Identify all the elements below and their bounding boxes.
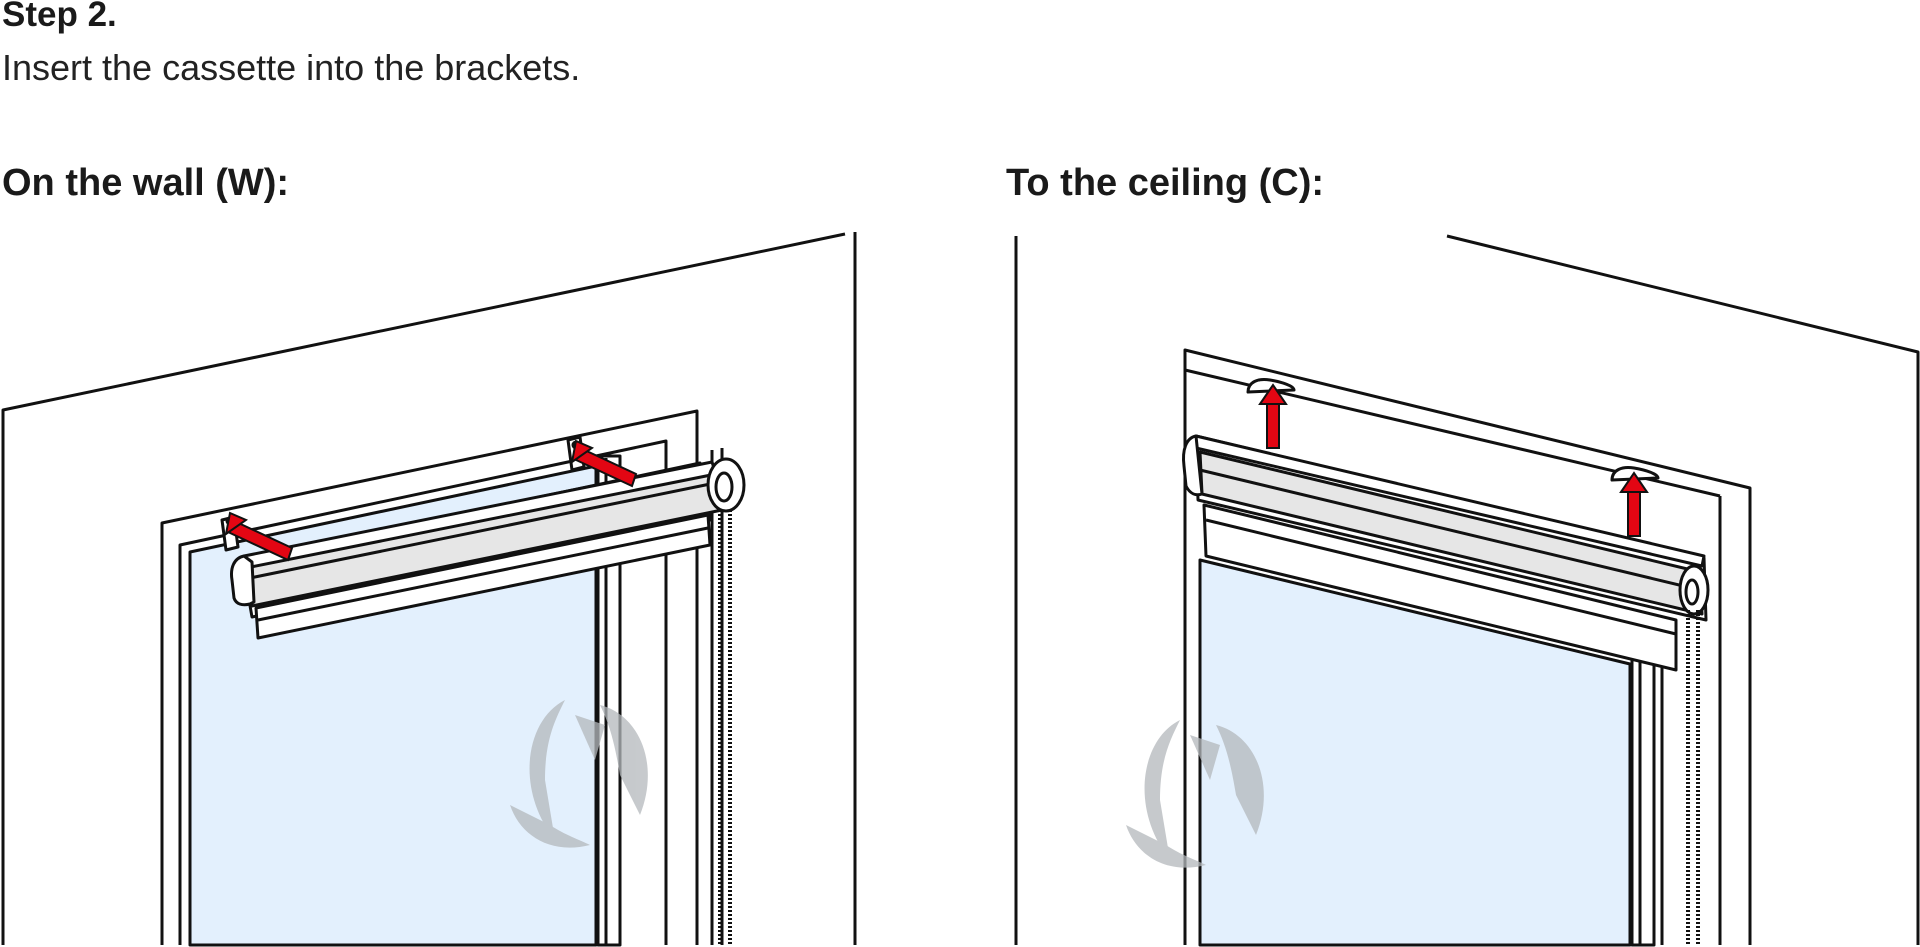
window-sash	[596, 454, 622, 947]
window-frame-outer	[160, 409, 699, 945]
step-title: Step 2.	[2, 0, 117, 34]
lift-arrow-left-icon	[1266, 401, 1280, 449]
watermark-logo-icon	[510, 700, 648, 848]
cassette-bottom-bar	[254, 513, 712, 640]
watermark-logo-icon	[1126, 720, 1264, 868]
window-frame-inner	[178, 439, 668, 945]
ceiling-mount-heading: To the ceiling (C):	[1006, 162, 1325, 204]
left-ceiling-clip-icon	[1246, 378, 1296, 394]
lift-arrows	[1258, 383, 1649, 537]
step-description: Insert the cassette into the brackets.	[2, 47, 581, 88]
insert-arrows	[224, 439, 638, 562]
cassette-bottom-bar	[1202, 503, 1678, 672]
window-recess-outline	[1183, 348, 1752, 945]
ceiling-outline	[1446, 234, 1920, 945]
wall-mount-heading: On the wall (W):	[2, 162, 290, 204]
lift-arrow-right-icon	[1627, 489, 1641, 537]
wall-outline	[1, 232, 846, 945]
cassette-left-cap	[230, 554, 256, 607]
cassette-left-cap	[1182, 434, 1204, 497]
window-glass	[1198, 558, 1632, 947]
window-sash	[1630, 648, 1656, 947]
